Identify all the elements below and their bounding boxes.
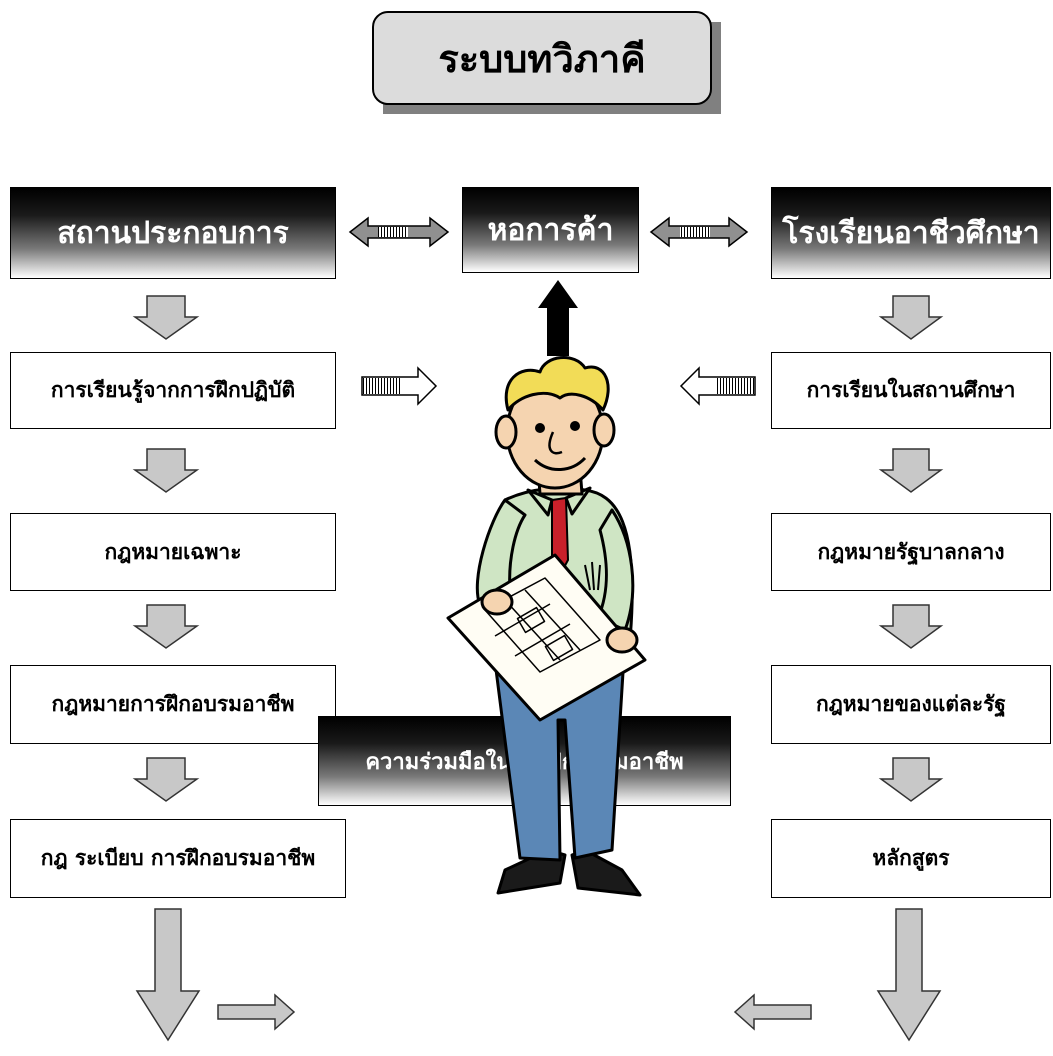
right-box-1-label: การเรียนในสถานศึกษา [806,377,1016,402]
right-box-4: หลักสูตร [771,819,1051,898]
right-box-4-label: หลักสูตร [872,845,950,870]
right-box-3-label: กฎหมายของแต่ละรัฐ [815,691,1006,716]
left-box-2-label: กฎหมายเฉพาะ [104,538,242,564]
bottom-side-arrows [217,993,812,1031]
box-chamber-of-commerce: หอการค้า [462,187,639,273]
double-arrow-left [348,216,450,248]
box-workplace-label: สถานประกอบการ [57,215,289,251]
diagram-title: ระบบทวิภาคี [438,35,646,81]
left-arrow-middle [679,366,756,406]
right-box-1: การเรียนในสถานศึกษา [771,352,1051,429]
double-arrow-right [649,216,749,248]
right-box-3: กฎหมายของแต่ละรัฐ [771,665,1051,744]
left-box-1: การเรียนรู้จากการฝึกปฏิบัติ [10,352,336,429]
left-box-2: กฎหมายเฉพาะ [10,513,336,591]
box-school-label: โรงเรียนอาชีวศึกษา [782,215,1040,251]
businessman-illustration [446,355,647,897]
down-arrows-left [132,295,200,802]
left-box-1-label: การเรียนรู้จากการฝึกปฏิบัติ [50,377,296,402]
title-box: ระบบทวิภาคี [372,11,712,105]
down-arrows-right [878,295,944,802]
large-down-arrows [135,908,942,1042]
box-workplace: สถานประกอบการ [10,187,336,279]
box-vocational-school: โรงเรียนอาชีวศึกษา [771,187,1051,279]
right-box-2: กฎหมายรัฐบาลกลาง [771,513,1051,591]
right-box-2-label: กฎหมายรัฐบาลกลาง [817,538,1005,564]
box-chamber-label: หอการค้า [487,212,614,248]
up-arrow [538,280,578,356]
right-arrow-middle [361,366,438,406]
left-box-4-label: กฎ ระเบียบ การฝึกอบรมอาชีพ [40,845,316,870]
left-box-4: กฎ ระเบียบ การฝึกอบรมอาชีพ [10,819,346,898]
left-box-3: กฎหมายการฝึกอบรมอาชีพ [10,665,336,744]
left-box-3-label: กฎหมายการฝึกอบรมอาชีพ [51,691,295,716]
